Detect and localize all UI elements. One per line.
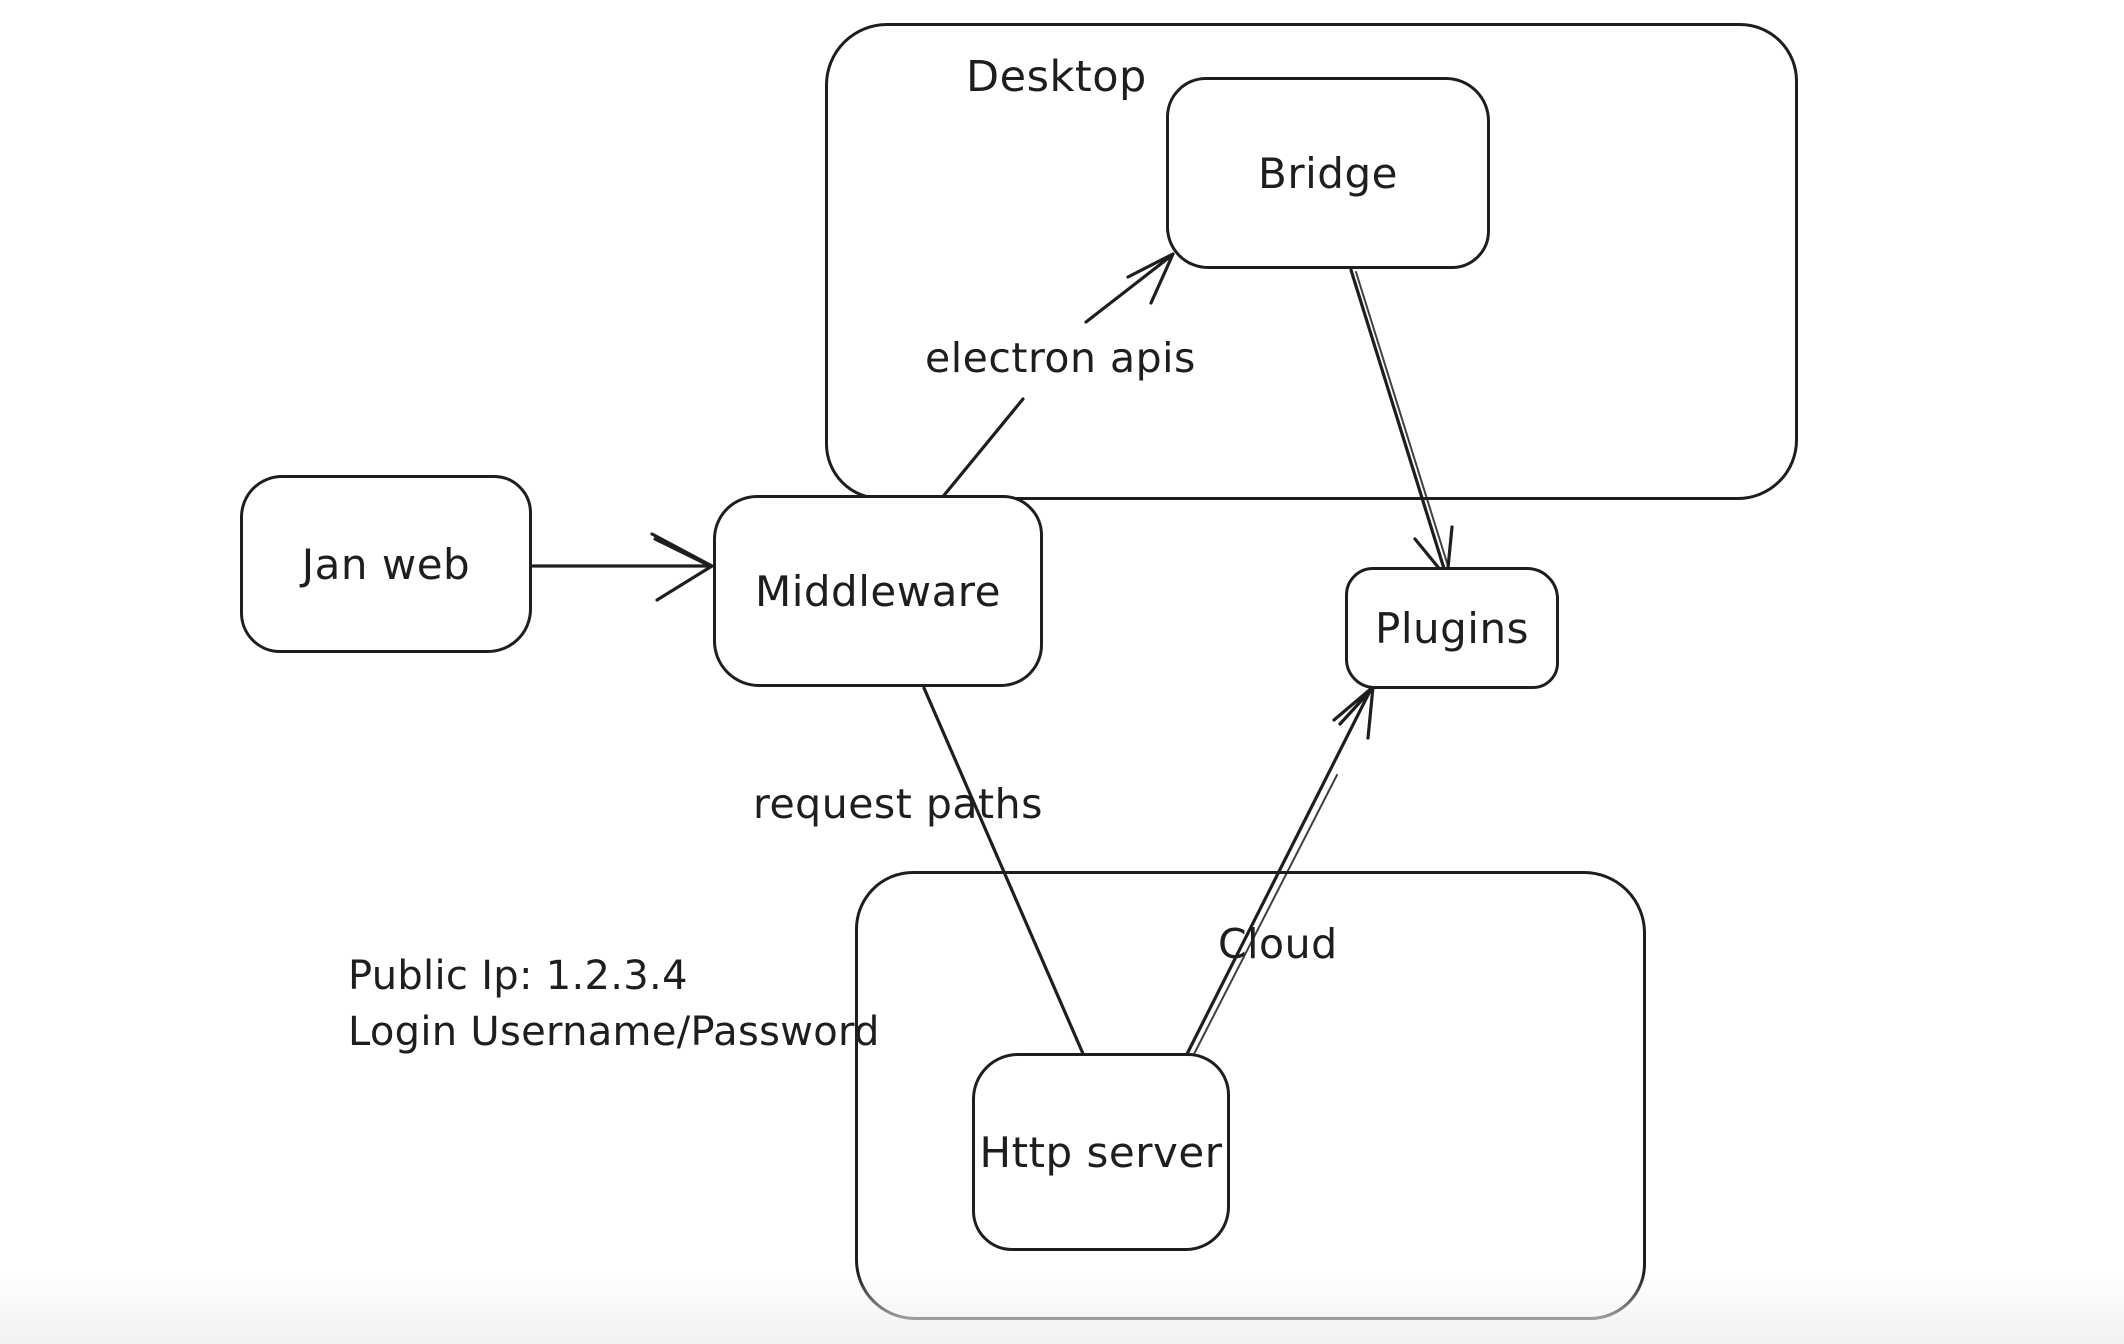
node-bridge-label: Bridge xyxy=(1258,148,1398,198)
edge-middleware-bridge-arrowhead xyxy=(1126,252,1175,305)
node-jan-web-label: Jan web xyxy=(301,539,471,589)
annotation-login[interactable]: Login Username/Password xyxy=(348,1009,880,1055)
node-http-server-label: Http server xyxy=(979,1127,1223,1177)
edge-middleware-bridge[interactable] xyxy=(939,252,1175,501)
edge-bridge-plugins-sketch xyxy=(1355,271,1449,567)
edge-middleware-bridge-line[interactable] xyxy=(939,254,1173,501)
node-middleware[interactable]: Middleware xyxy=(713,495,1043,687)
node-bridge[interactable]: Bridge xyxy=(1166,77,1490,269)
node-jan-web[interactable]: Jan web xyxy=(240,475,532,653)
edge-bridge-plugins-line[interactable] xyxy=(1349,268,1448,577)
annotation-block[interactable]: Public Ip: 1.2.3.4 Login Username/Passwo… xyxy=(348,948,880,1060)
node-plugins[interactable]: Plugins xyxy=(1345,567,1559,689)
edge-label-electron-apis[interactable]: electron apis xyxy=(925,334,1196,382)
edge-janweb-middleware-arrowhead xyxy=(650,532,714,602)
cloud-container[interactable] xyxy=(855,871,1646,1320)
desktop-container[interactable] xyxy=(825,23,1798,500)
edge-janweb-middleware[interactable] xyxy=(531,532,714,602)
edge-httpserver-plugins-sketch xyxy=(1192,774,1338,1057)
node-plugins-label: Plugins xyxy=(1375,603,1529,653)
node-middleware-label: Middleware xyxy=(754,566,1001,616)
desktop-container-label: Desktop xyxy=(966,52,1147,102)
edge-label-request-paths[interactable]: request paths xyxy=(753,780,1043,828)
edge-httpserver-plugins-arrowhead xyxy=(1332,685,1375,740)
cloud-container-label: Cloud xyxy=(1218,920,1338,968)
node-http-server[interactable]: Http server xyxy=(972,1053,1230,1251)
annotation-public-ip[interactable]: Public Ip: 1.2.3.4 xyxy=(348,953,688,999)
